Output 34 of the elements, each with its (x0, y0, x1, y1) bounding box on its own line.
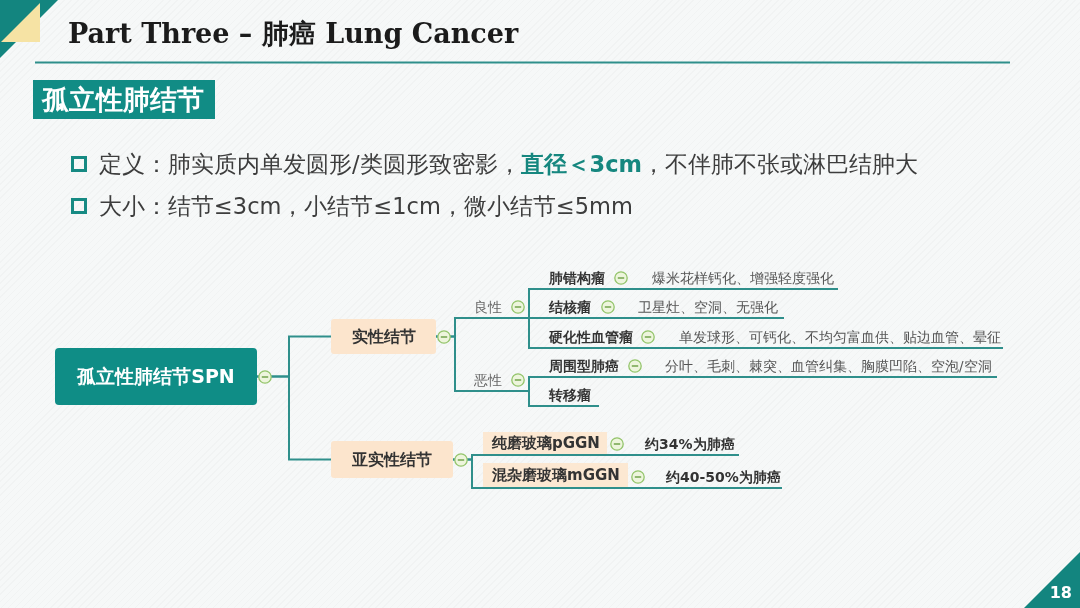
detail-text: 约34%为肺癌 (637, 434, 739, 456)
connector-line (507, 317, 542, 349)
topic-box: 实性结节 (331, 319, 436, 354)
topic-label: 肺错构瘤 (541, 268, 611, 290)
branch-label: 恶性 (468, 370, 508, 392)
connector-line (610, 288, 645, 290)
connector-line (637, 347, 672, 349)
detail-text: 单发球形、可钙化、不均匀富血供、贴边血管、晕征 (671, 327, 1003, 349)
branch-label: 良性 (468, 297, 508, 319)
connector-line (435, 335, 469, 392)
detail-text: 分叶、毛刺、棘突、血管纠集、胸膜凹陷、空泡/空洞 (657, 356, 997, 378)
topic-label: 转移瘤 (541, 385, 599, 407)
slide-title: Part Three – 肺癌 Lung Cancer (68, 17, 519, 51)
bullet-text: 大小：结节≤3cm，小结节≤1cm，微小结节≤5mm (99, 192, 633, 220)
detail-text: 爆米花样钙化、增强轻度强化 (644, 268, 838, 290)
connector-line (597, 317, 631, 319)
connector-line (624, 376, 658, 378)
bullet-text: 定义：肺实质内单发圆形/类圆形致密影，直径＜3cm，不伴肺不张或淋巴结肿大 (99, 150, 919, 178)
heading-band: 孤立性肺结节 (33, 80, 215, 119)
connector-line (606, 454, 638, 456)
topic-label: 硬化性血管瘤 (541, 327, 638, 349)
topic-label: 周围型肺癌 (541, 356, 625, 378)
page-number: 18 (1048, 582, 1072, 604)
connector-line (627, 487, 659, 489)
root-topic-box: 孤立性肺结节SPN (55, 348, 257, 405)
detail-text: 卫星灶、空洞、无强化 (630, 297, 784, 319)
connector-line (507, 390, 542, 407)
connector-line (452, 458, 484, 489)
connector-line (256, 375, 332, 461)
detail-text: 约40-50%为肺癌 (658, 467, 782, 489)
topic-box: 混杂磨玻璃mGGN (483, 463, 628, 489)
topic-box: 亚实性结节 (331, 441, 453, 478)
topic-label: 结核瘤 (541, 297, 598, 319)
topic-box: 纯磨玻璃pGGN (483, 432, 607, 456)
